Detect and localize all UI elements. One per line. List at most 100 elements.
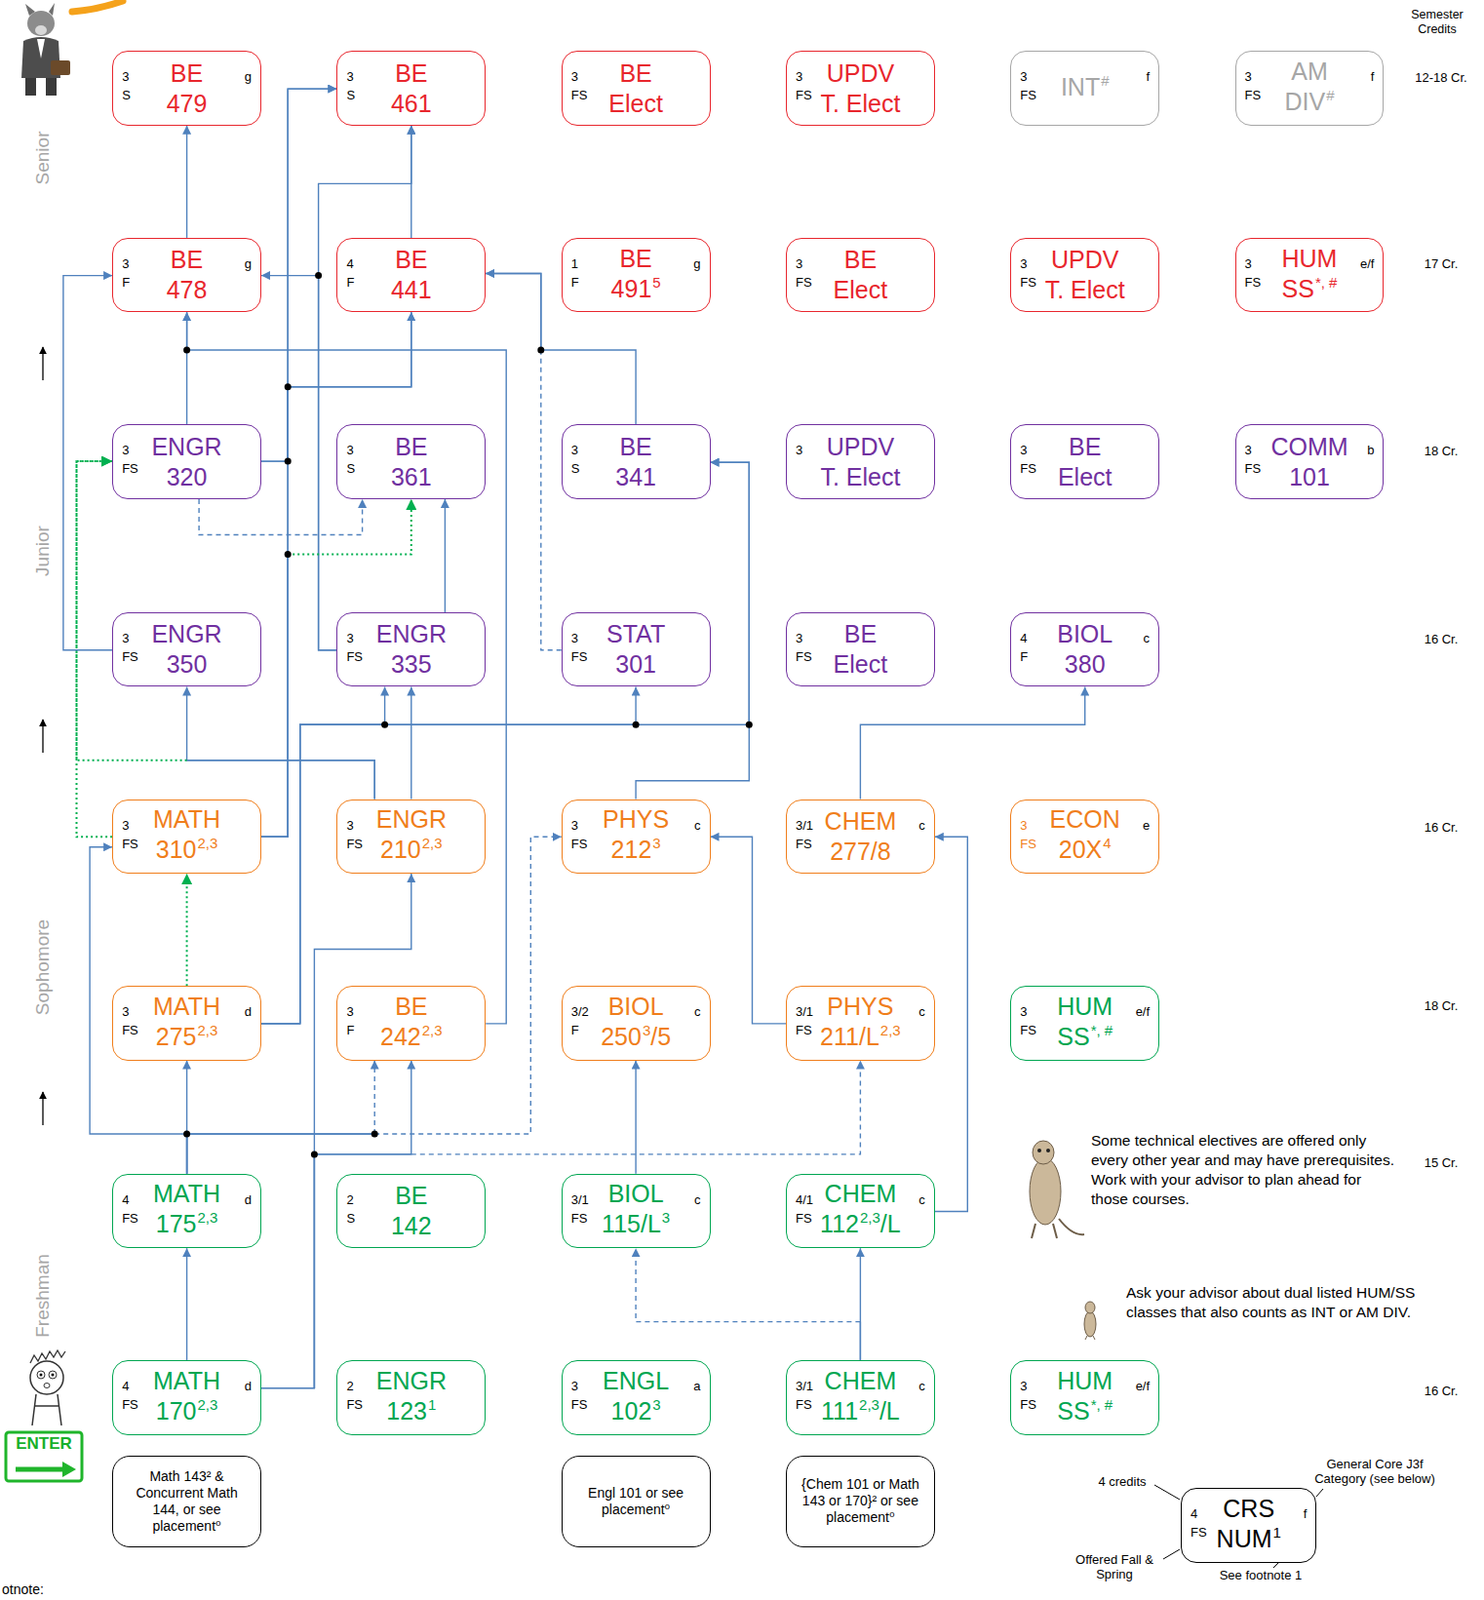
leader-line [1273,1562,1279,1568]
prerequisite-connector [859,1248,861,1361]
prerequisite-connector [485,273,562,651]
semester-offered: S [346,87,355,103]
core-category: f [1303,1506,1308,1522]
title-line: SS*, # [1282,273,1338,308]
prerequisite-connector [261,88,337,837]
prerequisite-box: Math 143² & Concurrent Math 144, or see … [112,1455,262,1548]
title-line: ENGR [376,619,447,650]
credit-hours: 4 [121,1378,129,1394]
title-line: MATH [153,1178,221,1210]
core-category: b [1366,442,1374,458]
prerequisite-connector [710,836,787,1024]
course-number: 491 [611,274,653,303]
connector-line [261,553,288,837]
course-title: BE479 [113,51,261,124]
semester-offered: FS [121,649,139,664]
title-line: BE [394,431,428,463]
semester-offered: FS [121,836,139,852]
title-line: 461 [390,88,432,119]
course-title: MATH1752,3 [113,1174,261,1248]
footnote-mark: 4 [1102,834,1111,852]
footnote-mark: 2,3 [880,1021,901,1039]
prerequisite-connector [198,499,363,536]
connector-line [859,1248,861,1361]
course-box: 3FSENGR2102,3 [336,799,486,874]
credit-hours: 3 [346,630,353,646]
credit-hours: 1 [571,256,579,272]
course-department: ENGR [151,432,222,461]
course-box: 4FSdMATH1702,3 [112,1360,262,1435]
core-category: e/f [1135,1004,1150,1019]
course-department: BE [394,432,428,461]
prerequisite-connector [261,88,337,462]
prerequisite-connector [410,125,412,238]
title-line: 142 [390,1210,432,1242]
junction-dot [537,347,545,354]
course-number: SS [1056,1397,1090,1425]
course-box: 3SgBE479 [112,50,262,125]
title-line: BE [170,58,203,89]
semester-offered: FS [1245,461,1262,476]
course-box: 3FSdMATH2752,3 [112,985,262,1060]
course-department: STAT [606,620,665,648]
credit-total: 15 Cr. [1400,1155,1483,1172]
semester-offered: F [571,274,580,290]
course-box: 3FSaENGL1023 [561,1360,711,1435]
course-title: CHEM277/8 [786,800,935,873]
wolf-mascot [35,25,47,36]
title-line: 320 [166,462,208,493]
course-title: HUMSS*, # [1236,238,1384,312]
course-title: BE478 [113,238,261,312]
prerequisite-box: Engl 101 or see placement⁰ [561,1455,711,1548]
footnote-mark: 3 [642,1021,651,1039]
course-box: 3SBE341 [561,424,711,499]
course-box: 3FSe/fHUMSS*, # [1010,1360,1160,1435]
course-title: BIOL2503/5 [562,986,710,1059]
semester-offered: FS [795,1210,813,1226]
course-department: BE [844,620,877,648]
meerkat-illustration [1029,1140,1085,1239]
course-title: ENGR350 [113,613,261,686]
course-department: BE [170,59,203,87]
credit-hours: 3 [346,818,353,833]
meerkat-illustration [1084,1311,1096,1337]
course-department: BE [394,59,428,87]
connector-line [187,760,376,800]
title-line: 1112,3/L [820,1396,900,1430]
connector-line [63,275,113,651]
semester-offered: FS [795,649,813,664]
title-line: BE [394,1180,428,1211]
course-number: 277/8 [829,837,892,865]
student-cartoon [39,1373,43,1377]
course-department: MATH [153,805,221,833]
course-title: BEElect [786,613,935,686]
credit-hours: 3 [795,256,803,272]
title-line: 478 [166,274,208,306]
title-line: BE [170,244,203,275]
course-number: SS [1282,274,1315,303]
semester-offered: F [346,274,354,290]
title-line: 479 [166,88,208,119]
course-title: BIOL380 [1011,613,1159,686]
course-department: CRS [1222,1494,1275,1523]
course-department: BE [394,245,428,274]
connector-line [77,461,114,837]
junction-dot [632,721,640,729]
title-line: 2503/5 [600,1021,671,1055]
course-department: BE [619,432,652,461]
callout-text: 4 credits [1078,1474,1167,1489]
junction-dot [284,458,292,466]
course-number: 170 [156,1397,197,1425]
course-box: 3/1FScCHEM277/8 [785,799,936,874]
title-line: COMM [1270,431,1348,463]
course-number: DIV [1284,87,1326,116]
semester-offered: FS [571,836,588,852]
prerequisite-connector [261,312,412,837]
credit-hours: 3 [121,1004,129,1019]
course-title: Math 143² & Concurrent Math 144, or see … [113,1456,261,1547]
title-line: 20X4 [1058,834,1112,868]
course-box: 1FgBE4915 [561,237,711,313]
semester-offered: FS [571,1210,588,1226]
course-department: AM [1290,57,1328,85]
prerequisite-connector [410,687,412,800]
